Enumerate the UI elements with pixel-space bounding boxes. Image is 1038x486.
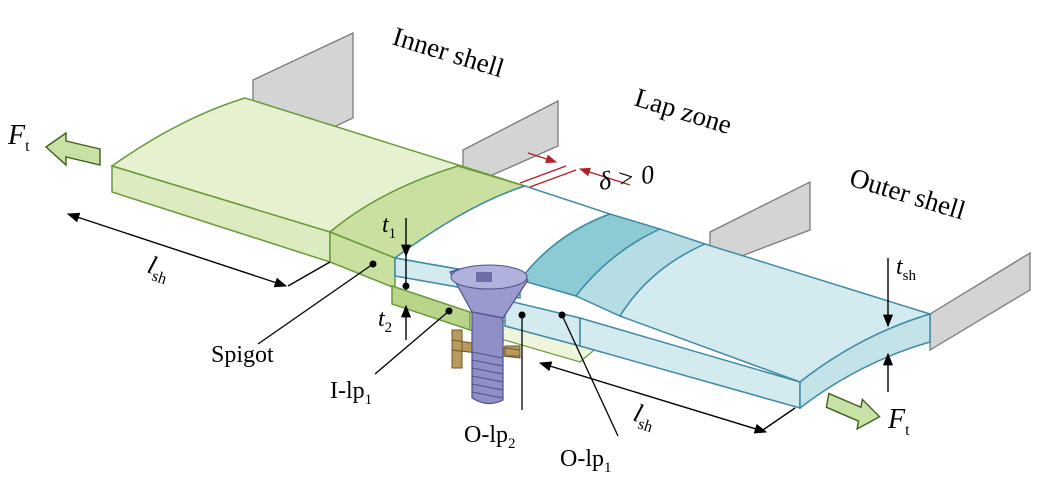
label-inner-shell: Inner shell <box>389 21 507 83</box>
force-arrow-left <box>44 131 101 167</box>
lsh-right-dim <box>538 361 768 434</box>
label-ft-right: Ft <box>887 404 910 439</box>
delta-gap <box>519 152 631 188</box>
label-lsh-right: lsh <box>629 398 660 436</box>
label-lap-zone: Lap zone <box>631 82 735 140</box>
screw-recess <box>476 272 492 282</box>
dimensions <box>66 212 894 434</box>
lsh-left-dim <box>66 212 288 288</box>
label-t2: t2 <box>378 306 392 336</box>
label-outer-shell: Outer shell <box>846 162 969 226</box>
label-tsh: tsh <box>896 254 917 284</box>
outer-shell-end <box>799 312 931 410</box>
label-t1: t1 <box>382 212 396 242</box>
label-lsh-left: lsh <box>143 250 174 288</box>
label-ft-left: Ft <box>7 120 30 155</box>
force-arrow-right <box>825 392 881 431</box>
countersunk-screw <box>449 264 529 405</box>
support-plate-4 <box>929 251 1031 352</box>
label-o-lp1: O-lp1 <box>560 446 612 476</box>
label-i-lp1: I-lp1 <box>330 378 372 408</box>
label-o-lp2: O-lp2 <box>464 422 516 452</box>
label-spigot: Spigot <box>211 342 274 368</box>
leaders <box>257 263 619 437</box>
inner-lap-front <box>391 284 471 332</box>
screw-shank <box>471 311 504 405</box>
label-delta: δ > 0 <box>597 159 656 195</box>
